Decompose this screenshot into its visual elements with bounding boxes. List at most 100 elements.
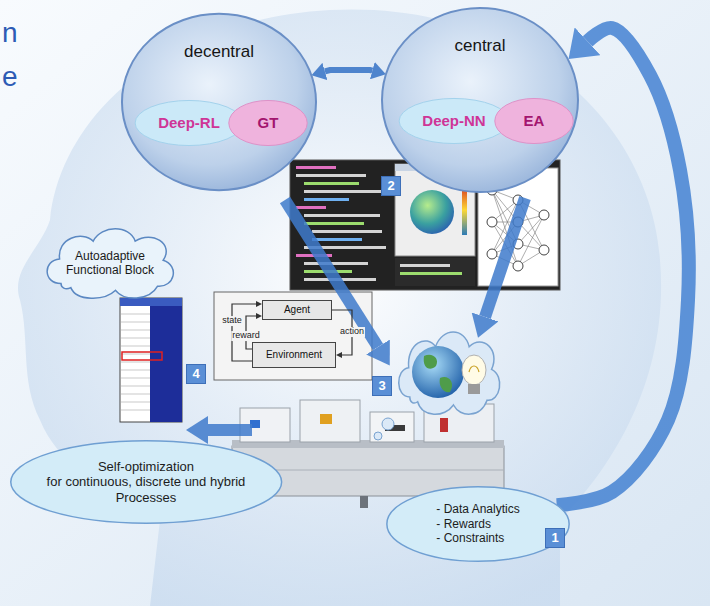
node-text: decentral	[184, 42, 254, 62]
software-screenshot	[400, 264, 450, 267]
process-ellipse: Self-optimizationfor continuous, discret…	[8, 440, 284, 524]
callout-number: 4	[186, 364, 206, 384]
software-screenshot	[296, 166, 336, 169]
text-group: Deep-RL	[158, 114, 220, 132]
node-text: GT	[258, 114, 279, 132]
method-ellipse: Deep-RL	[134, 100, 244, 146]
node-text: Environment	[266, 349, 322, 361]
node-text: Autoadaptive Functional Block	[58, 249, 162, 278]
node-text: EA	[524, 112, 545, 130]
idea-thought-cloud	[412, 346, 464, 398]
node-text: - Data Analytics	[436, 502, 519, 516]
idea-thought-cloud	[462, 355, 486, 385]
software-screenshot	[539, 245, 549, 255]
flow-arrows	[485, 198, 525, 317]
software-screenshot	[400, 272, 462, 275]
text-group: Autoadaptive Functional Block	[58, 249, 162, 278]
software-screenshot	[296, 206, 326, 209]
hmi-screen	[121, 394, 150, 395]
method-ellipse: EA	[494, 98, 574, 144]
production-machine	[320, 414, 332, 424]
hmi-screen	[121, 314, 150, 410]
production-machine	[370, 412, 414, 442]
method-ellipse: Deep-NN	[398, 98, 510, 144]
software-screenshot	[296, 174, 366, 177]
hmi-screen	[120, 298, 182, 422]
hmi-screen	[120, 298, 182, 422]
hmi-screen	[121, 354, 150, 355]
approach-circle-outline	[120, 12, 318, 192]
agent-box: Agent	[262, 300, 332, 320]
software-screenshot	[304, 198, 349, 201]
production-machine	[440, 418, 448, 432]
hmi-screen	[150, 306, 182, 422]
method-ellipse: GT	[228, 100, 308, 146]
hmi-screen	[121, 330, 150, 331]
text-group: decentral	[184, 42, 254, 62]
method-ellipse-shape	[399, 98, 509, 143]
idea-thought-cloud	[469, 366, 479, 372]
software-screenshot	[312, 238, 362, 241]
callout-number: 2	[381, 176, 401, 196]
hmi-screen	[121, 402, 150, 403]
software-screenshot	[304, 214, 380, 217]
software-screenshot	[487, 217, 497, 227]
approach-circle: centralDeep-NN EA	[380, 6, 580, 194]
approach-circle-shape	[122, 14, 316, 190]
approach-circle-shape	[382, 8, 578, 192]
idea-thought-cloud	[399, 332, 500, 414]
hmi-screen	[121, 338, 150, 339]
software-screenshot	[487, 249, 497, 259]
hmi-screen	[122, 352, 162, 360]
software-screenshot	[304, 182, 359, 185]
edge-label: reward	[231, 331, 261, 341]
text-group: Environment	[266, 349, 322, 361]
node-text: Agent	[284, 304, 310, 316]
node-text: Deep-NN	[422, 112, 485, 130]
hmi-screen	[121, 322, 150, 323]
software-screenshot	[513, 261, 523, 271]
node-text: Deep-RL	[158, 114, 220, 132]
text-group: Deep-NN	[422, 112, 485, 130]
idea-thought-cloud	[374, 332, 500, 440]
environment-box: Environment	[252, 342, 336, 368]
idea-thought-cloud	[374, 432, 382, 440]
process-ellipse-shape	[11, 441, 282, 523]
flow-connector	[325, 70, 372, 71]
cut-off-letter: e	[2, 62, 18, 93]
hmi-screen	[121, 346, 150, 347]
hmi-screen	[121, 378, 150, 379]
callout-number: 1	[545, 528, 565, 548]
flow-arrows	[285, 200, 378, 347]
cut-off-letter: n	[2, 18, 18, 49]
text-group: Agent	[284, 304, 310, 316]
production-machine	[300, 400, 360, 442]
method-ellipse-shape	[495, 98, 573, 143]
node-text: - Rewards	[436, 517, 491, 531]
node-text: for continuous, discrete und hybrid Proc…	[35, 474, 257, 505]
software-screenshot	[539, 210, 549, 220]
callout-number: 3	[372, 376, 392, 396]
hmi-screen	[121, 410, 150, 411]
text-group: GT	[258, 114, 279, 132]
method-ellipse-shape	[135, 100, 243, 145]
text-group: - Data Analytics- Rewards- Constraints	[436, 502, 519, 545]
hmi-screen	[121, 362, 150, 363]
idea-thought-cloud	[382, 418, 394, 430]
idea-thought-cloud	[424, 355, 452, 393]
node-text: - Constraints	[436, 531, 504, 545]
input-ellipse-shape	[387, 487, 569, 561]
text-group: Self-optimizationfor continuous, discret…	[35, 459, 257, 506]
thought-cloud-shape	[47, 229, 173, 298]
node-text: central	[454, 36, 505, 56]
software-screenshot	[410, 190, 454, 234]
flow-arrows	[208, 198, 525, 430]
software-screenshot	[304, 222, 364, 225]
hmi-screen	[120, 298, 182, 306]
production-machine	[360, 496, 368, 508]
software-screenshot	[395, 258, 475, 286]
flow-arrows	[208, 424, 252, 436]
method-ellipse-shape	[229, 100, 307, 145]
idea-thought-cloud	[468, 384, 480, 394]
